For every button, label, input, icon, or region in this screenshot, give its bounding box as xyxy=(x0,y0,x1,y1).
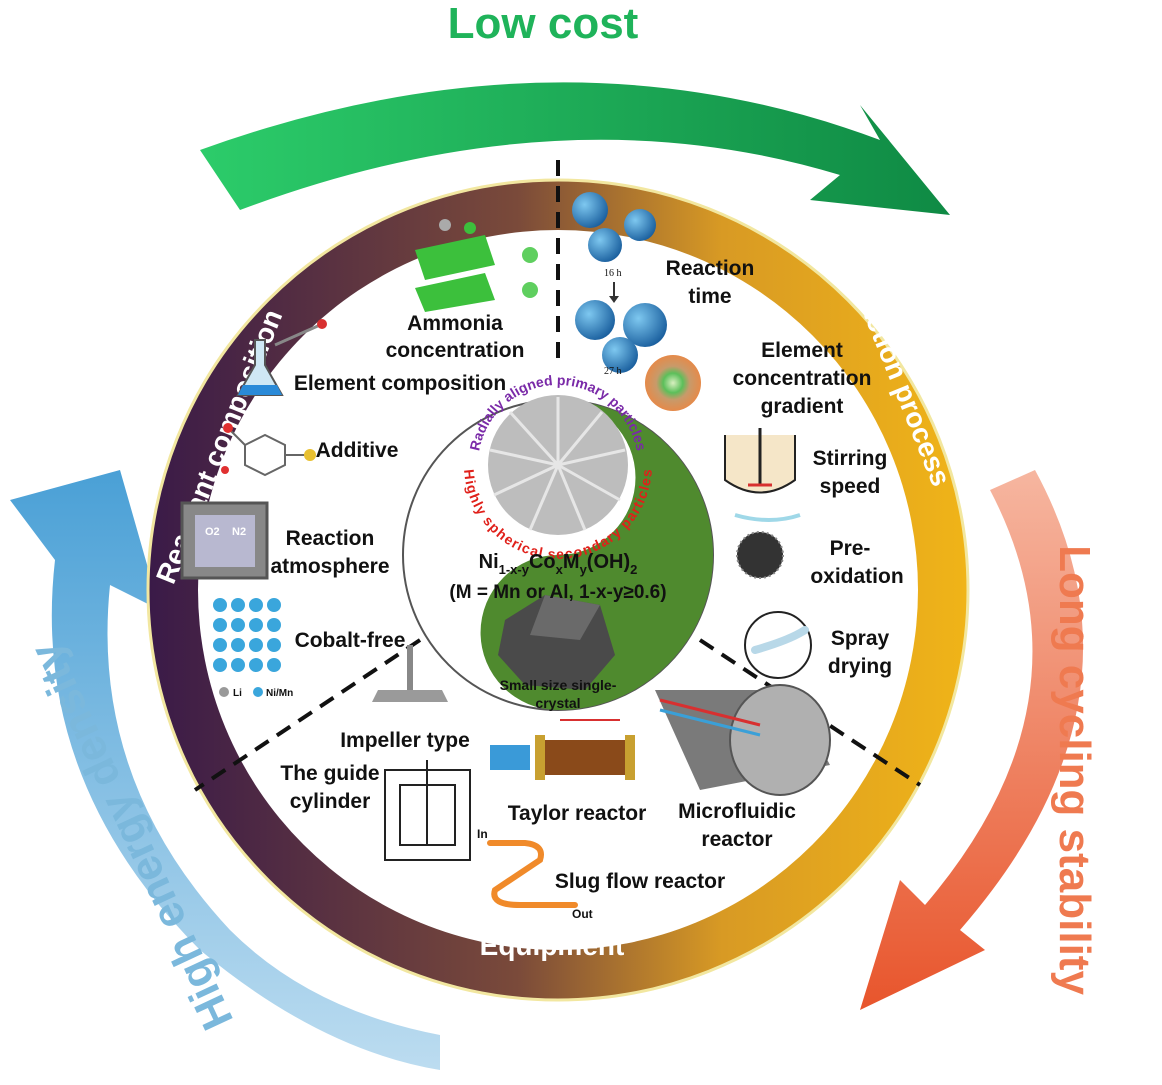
time-16-label: 16 h xyxy=(604,268,622,279)
ammonia-label-1: Ammonia xyxy=(407,312,503,335)
nimn-legend: Ni/Mn xyxy=(266,688,293,699)
preoxidation-label-2: oxidation xyxy=(810,565,903,588)
o2-label: O2 xyxy=(205,526,220,538)
time-27-label: 27 h xyxy=(604,366,622,377)
gradient-label-2: concentration xyxy=(733,367,872,390)
n2-label: N2 xyxy=(232,526,246,538)
low-cost-arrow xyxy=(200,82,950,216)
additive-label: Additive xyxy=(316,439,399,462)
gradient-particle-icon xyxy=(645,355,701,411)
flask-icon xyxy=(236,319,327,396)
gradient-label-1: Element xyxy=(761,339,843,362)
low-cost-label: Low cost xyxy=(448,0,639,48)
ammonia-label-2: concentration xyxy=(386,339,525,362)
microfluidic-label-2: reactor xyxy=(701,828,772,851)
long-cycling-label: Long cycling stability xyxy=(1050,545,1099,995)
impeller-icon xyxy=(372,645,448,702)
element-composition-label: Element composition xyxy=(294,372,506,395)
additive-molecule-icon xyxy=(221,423,316,477)
cobalt-free-lattice-icon xyxy=(213,598,281,697)
long-cycling-arrow xyxy=(860,470,1084,1010)
taylor-reactor-icon xyxy=(490,719,635,780)
atmosphere-chamber-icon: O2 N2 xyxy=(180,501,269,580)
slug-out-label: Out xyxy=(572,907,593,921)
stirring-label-1: Stirring xyxy=(813,447,888,470)
slug-flow-reactor-icon xyxy=(487,840,578,908)
center-particle-diagram xyxy=(402,395,714,711)
atmosphere-label-2: atmosphere xyxy=(270,555,389,578)
slug-in-label: In xyxy=(477,827,488,841)
single-crystal-label-2: crystal xyxy=(535,695,580,711)
impeller-label: Impeller type xyxy=(340,729,470,752)
gradient-label-3: gradient xyxy=(761,395,844,418)
guide-label-2: cylinder xyxy=(290,790,371,813)
preoxidation-label-1: Pre- xyxy=(830,537,871,560)
high-energy-arrow xyxy=(10,470,440,1070)
outer-ring-border xyxy=(146,178,970,1002)
formula-line1: Ni1-x-yCoxMy(OH)2 xyxy=(479,551,638,577)
formula-line2: (M = Mn or Al, 1-x-y≥0.6) xyxy=(449,582,666,603)
spray-label-1: Spray xyxy=(831,627,890,650)
li-legend: Li xyxy=(233,688,242,699)
reaction-time-spheres-icon xyxy=(572,192,667,373)
stirring-label-2: speed xyxy=(820,475,881,498)
single-crystal-label-1: Small size single- xyxy=(500,677,617,693)
ammonia-structure-icon xyxy=(415,219,538,312)
spray-label-2: drying xyxy=(828,655,892,678)
reaction-time-label-1: Reaction xyxy=(666,257,755,280)
taylor-label: Taylor reactor xyxy=(508,802,647,825)
guide-label-1: The guide xyxy=(280,762,379,785)
microfluidic-reactor-icon xyxy=(655,684,831,796)
microfluidic-label-1: Microfluidic xyxy=(678,800,796,823)
equipment-label: Equipment xyxy=(480,930,625,961)
cobalt-free-label: Cobalt-free xyxy=(295,629,406,652)
stirring-tank-icon xyxy=(724,428,796,494)
slug-label: Slug flow reactor xyxy=(555,870,725,893)
preoxidation-icon xyxy=(734,513,801,579)
reaction-time-label-2: time xyxy=(688,285,731,308)
spray-drying-icon xyxy=(744,611,812,679)
guide-cylinder-icon xyxy=(384,760,471,861)
atmosphere-label-1: Reaction xyxy=(286,527,375,550)
